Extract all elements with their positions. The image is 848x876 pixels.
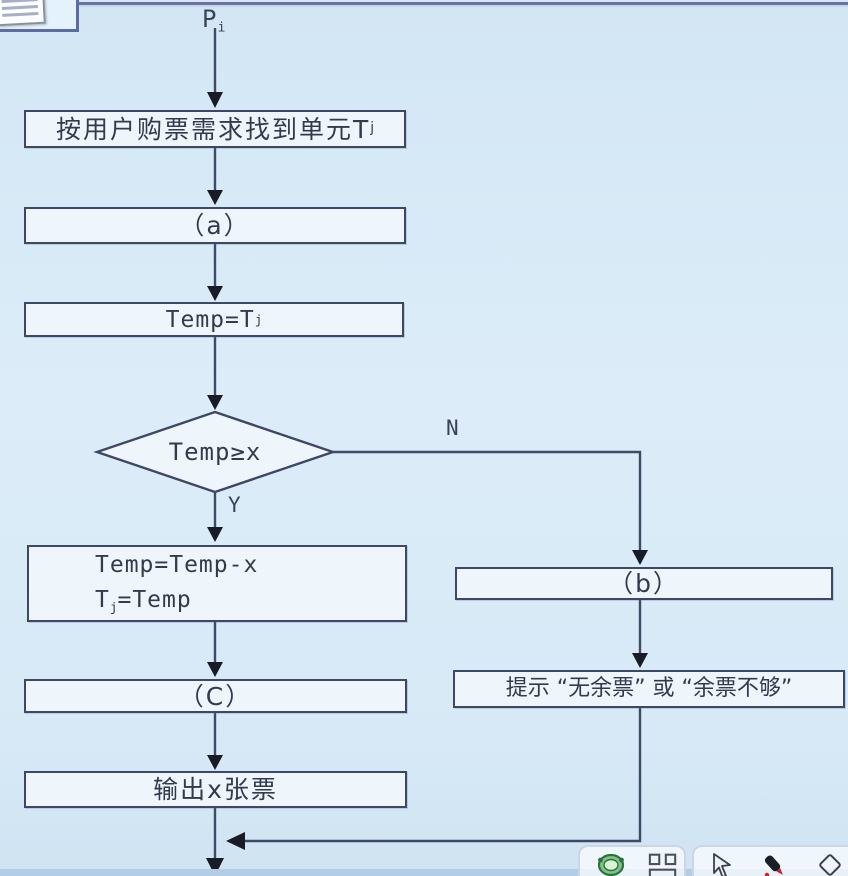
branch-label-yes: Y: [228, 493, 242, 517]
node-op-a: （a）: [24, 207, 406, 244]
mascot-icon[interactable]: [596, 852, 626, 876]
toolbar-group-right: [692, 845, 848, 876]
diamond-shape-icon[interactable]: [816, 852, 844, 876]
branch-label-no: N: [446, 416, 460, 440]
entry-process-label: Pi: [202, 5, 226, 36]
layout-icon[interactable]: [648, 852, 678, 876]
node-prompt-message: 提示 “无余票” 或 “余票不够”: [453, 670, 845, 708]
node-decision-text: Temp≥x: [168, 438, 262, 466]
node-op-c: （C）: [24, 679, 407, 713]
update-temp-line1: Temp=Temp-x: [95, 552, 259, 579]
notes-widget-panel[interactable]: [0, 0, 79, 32]
slide-top-border: [76, 2, 848, 5]
pointer-icon[interactable]: [710, 852, 736, 876]
slide-top-border-highlight: [76, 5, 848, 7]
node-output-tickets: 输出x张票: [24, 771, 407, 808]
bottom-edge-strip: [0, 869, 848, 876]
node-op-b: （b）: [455, 567, 833, 600]
toolbar-group-left: [578, 845, 686, 876]
update-temp-line2: Tj=Temp: [95, 587, 192, 615]
node-update-temp: Temp=Temp-x Tj=Temp: [27, 545, 407, 622]
pen-icon[interactable]: [762, 852, 790, 876]
